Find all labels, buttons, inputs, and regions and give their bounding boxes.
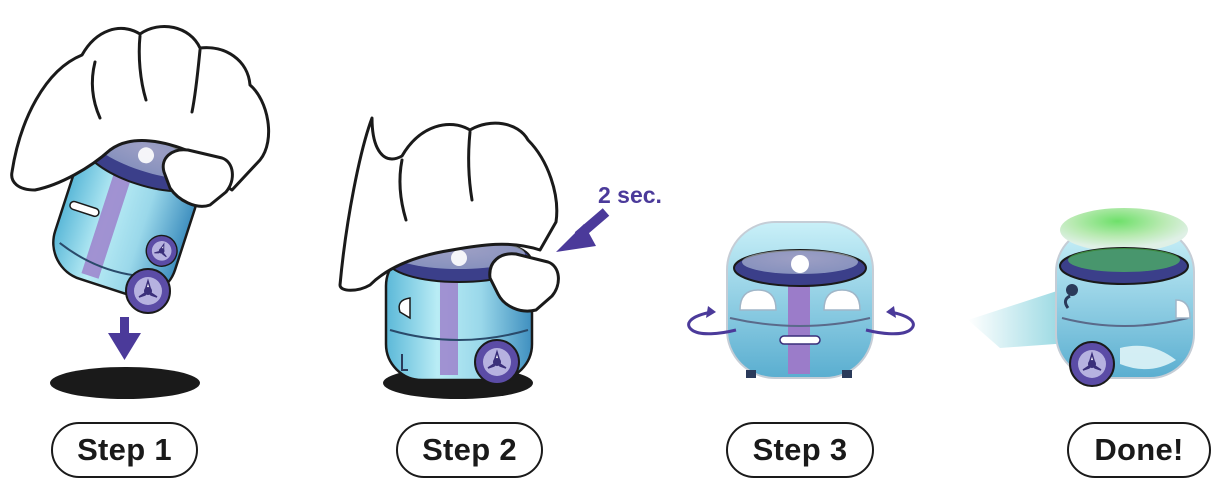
hold-duration-note: 2 sec.	[598, 182, 662, 208]
down-arrow-icon	[108, 317, 141, 360]
step3-illustration	[687, 221, 915, 379]
done-illustration	[968, 208, 1195, 387]
robot-icon	[726, 221, 874, 379]
step1-illustration	[10, 25, 271, 399]
step-1-label: Step 1	[51, 422, 198, 478]
step-3-label: Step 3	[726, 422, 874, 478]
done-label: Done!	[1067, 422, 1211, 478]
hand-icon	[10, 25, 271, 208]
robot-icon	[1055, 208, 1195, 379]
rotate-arrow-icon	[687, 306, 915, 336]
press-arrow-icon	[556, 208, 610, 252]
floor-shadow	[50, 367, 200, 399]
hand-icon	[338, 116, 560, 313]
step-2-label: Step 2	[396, 422, 543, 478]
step2-illustration	[338, 116, 610, 399]
